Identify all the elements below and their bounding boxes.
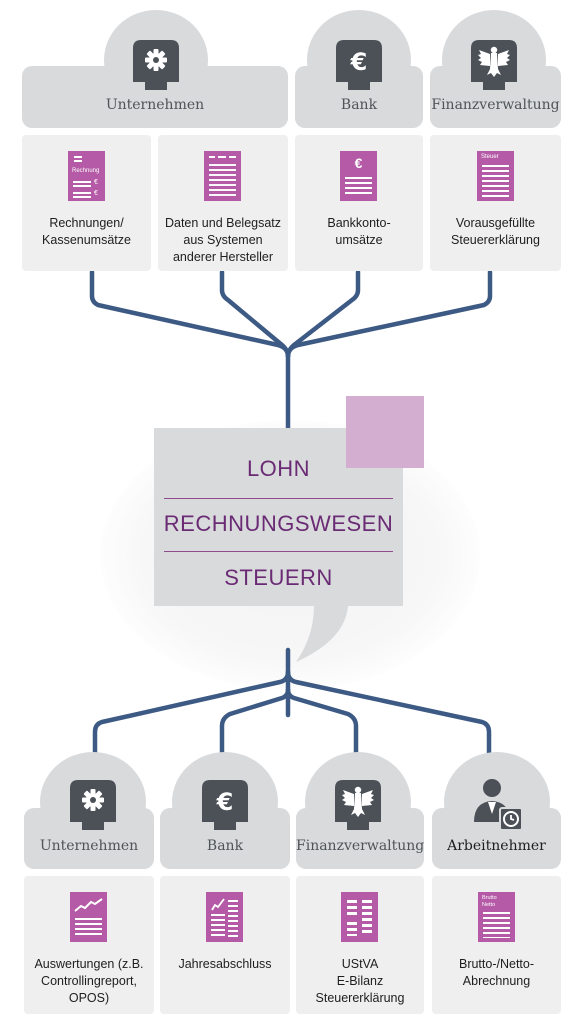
- bottom-bank-icon-wrap: €: [198, 776, 252, 830]
- center-line-steuern: STEUERN: [224, 565, 333, 590]
- connector-bottom-4: [285, 669, 492, 765]
- connector-bottom-3: [285, 687, 359, 755]
- bottom-card-auswertungen: Auswertungen (z.B. Controllingreport, OP…: [24, 876, 154, 1014]
- top-unternehmen-label: Unternehmen: [105, 97, 205, 113]
- gear-icon: [133, 40, 179, 90]
- bottom-arbeitnehmer-icon-wrap: [470, 774, 526, 834]
- chart-doc-icon: [70, 892, 107, 942]
- payroll-doc-icon: Brutto Netto: [478, 892, 515, 942]
- bottom-unternehmen-icon-wrap: [66, 776, 120, 830]
- center-box: LOHN RECHNUNGSWESEN STEUERN: [154, 428, 403, 606]
- bottom-arbeitnehmer-label: Arbeitnehmer: [447, 838, 546, 854]
- top-card-daten: Daten und Belegsatz aus Systemen anderer…: [158, 135, 288, 271]
- tax-doc-title: Steuer: [481, 154, 499, 160]
- tax-doc-icon: Steuer: [477, 151, 514, 201]
- top-card-steuer-text: Vorausgefüllte Steuererklärung: [451, 216, 540, 247]
- bank-doc-icon: €: [340, 151, 377, 201]
- payroll-doc-title-2: Netto: [482, 902, 496, 908]
- top-bank-icon-wrap: €: [332, 36, 386, 90]
- payroll-doc-title-1: Brutto: [482, 895, 497, 901]
- euro-icon: €: [202, 780, 248, 830]
- center-accent-square: [346, 396, 424, 468]
- invoice-doc-title: Rechnung: [72, 168, 100, 174]
- balance-doc-icon: [206, 892, 243, 942]
- bottom-card-auswertungen-text: Auswertungen (z.B. Controllingreport, OP…: [34, 957, 144, 1005]
- bottom-card-ustva: UStVA E-Bilanz Steuererklärung: [296, 876, 424, 1014]
- center-divider-1: [164, 498, 393, 499]
- top-finanz-icon-wrap: [467, 36, 521, 90]
- bottom-unternehmen-label: Unternehmen: [39, 838, 139, 854]
- center-line-rechnungswesen: RECHNUNGSWESEN: [163, 511, 394, 536]
- eagle-icon: [335, 780, 381, 830]
- bottom-bank-label: Bank: [206, 838, 244, 854]
- top-card-daten-text: Daten und Belegsatz aus Systemen anderer…: [164, 216, 282, 264]
- center-line-lohn: LOHN: [246, 456, 311, 481]
- data-doc-icon: [204, 151, 241, 201]
- gear-icon: [70, 780, 116, 830]
- connector-top-4: [285, 269, 493, 359]
- svg-text:€: €: [216, 788, 234, 816]
- eagle-icon: [471, 40, 517, 90]
- bottom-card-brutto-netto-text: Brutto-/Netto- Abrechnung: [458, 957, 535, 988]
- bottom-finanz-icon-wrap: [331, 776, 385, 830]
- invoice-doc-icon: Rechnung € €: [68, 151, 105, 201]
- top-card-bankkonto: € Bankkonto- umsätze: [295, 135, 423, 271]
- center-divider-2: [164, 551, 393, 552]
- svg-text:€: €: [350, 48, 368, 76]
- top-card-rechnungen: Rechnung € € Rechnungen/ Kassenumsätze: [22, 135, 151, 271]
- person-clock-icon: [474, 779, 523, 831]
- bottom-card-ustva-text: UStVA E-Bilanz Steuererklärung: [315, 957, 405, 1005]
- bottom-card-jahresabschluss-text: Jahresabschluss: [178, 957, 272, 971]
- bank-doc-symbol: €: [354, 155, 363, 171]
- top-bank-label: Bank: [340, 97, 378, 113]
- top-card-bankkonto-text: Bankkonto- umsätze: [327, 216, 391, 247]
- bottom-finanz-label: Finanzverwaltung: [296, 838, 425, 854]
- top-finanz-label: Finanzverwaltung: [431, 97, 560, 113]
- ustva-doc-icon: [341, 892, 378, 942]
- bottom-card-brutto-netto: Brutto Netto Brutto-/Netto- Abrechnung: [432, 876, 561, 1014]
- top-card-steuer: Steuer Vorausgefüllte Steuererklärung: [430, 135, 561, 271]
- top-unternehmen-icon-wrap: [129, 36, 183, 90]
- bottom-card-jahresabschluss: Jahresabschluss: [160, 876, 290, 1014]
- euro-icon: €: [336, 40, 382, 90]
- top-card-rechnungen-text: Rechnungen/ Kassenumsätze: [42, 216, 131, 247]
